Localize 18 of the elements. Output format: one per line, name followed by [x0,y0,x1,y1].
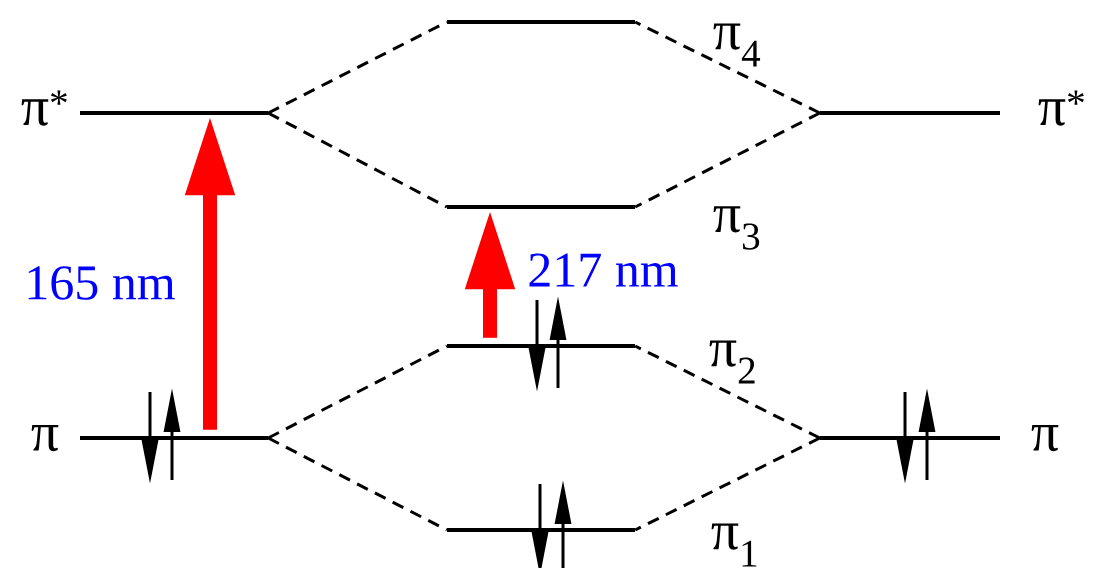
correlation-line [634,111,821,209]
correlation-line [267,111,448,209]
level-label: π$_{4}$ [713,23,761,67]
level-label: π$_{3}$ [713,206,760,250]
edge-label: 217 nm [529,253,678,287]
level-label: π$^{*}$ [21,90,67,126]
level-label: π [31,424,59,452]
correlation-line [634,20,821,115]
correlation-line [634,436,821,532]
level-label: π$_{2}$ [709,340,755,384]
correlation-line [267,436,448,532]
level-label: π$_{1}$ [711,523,757,567]
edge-label: 165 nm [28,266,175,300]
correlation-line [634,344,821,440]
correlation-line [267,20,448,115]
correlation-line [267,344,448,440]
level-label: π [1031,424,1059,452]
level-label: π$^{*}$ [1038,90,1084,126]
